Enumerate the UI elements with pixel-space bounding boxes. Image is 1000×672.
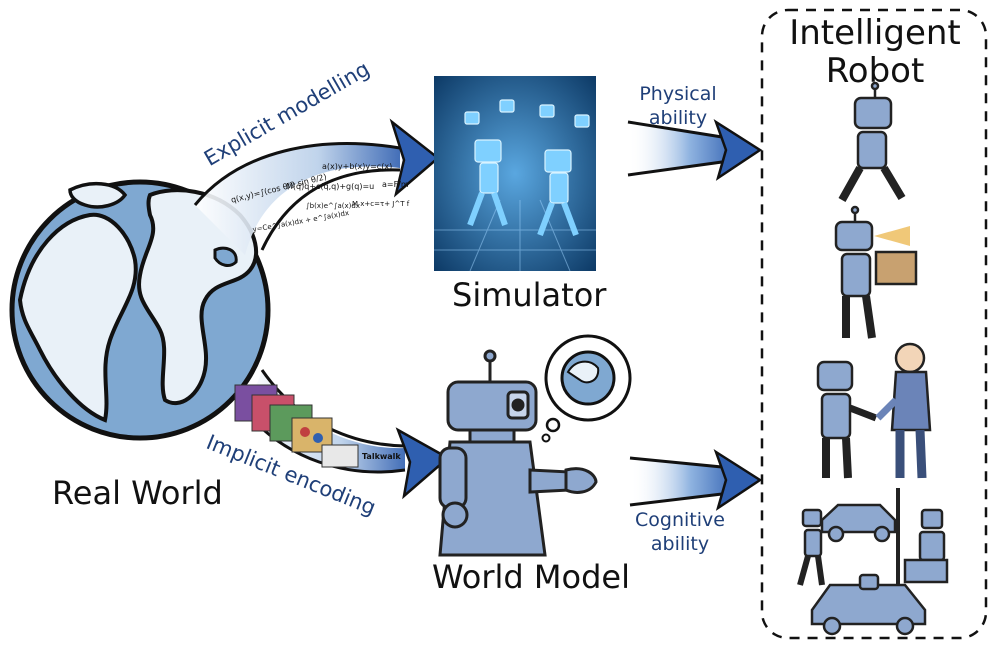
video-caption: Talkwalk <box>362 452 401 461</box>
world-model-label: World Model <box>432 558 630 596</box>
equation-6: ∫b(x)e^∫a(x)dx <box>306 202 360 210</box>
carrying-robot-icon <box>834 205 918 339</box>
simulator-image <box>434 76 596 272</box>
walking-robot-icon <box>838 81 906 202</box>
globe-icon <box>9 179 271 441</box>
sim-robot-icon <box>464 99 590 237</box>
real-world-label: Real World <box>52 474 223 512</box>
simulator-label: Simulator <box>452 276 607 314</box>
equation-3: a=F/m <box>382 180 409 189</box>
cognitive-arrow <box>629 448 763 511</box>
world-model-robot-icon <box>438 349 598 557</box>
cognitive-ability-label: Cognitive ability <box>635 509 725 555</box>
equation-2: a(x)y+b(x)y=c(x) <box>322 162 393 171</box>
handshake-robot-icon <box>816 360 878 479</box>
physical-arrow <box>627 118 763 181</box>
physical-ability-label: Physical ability <box>639 83 717 129</box>
equation-4: M(q)q+c(q,q)+g(q)=u <box>286 182 375 191</box>
intelligent-robot-label: Intelligent Robot <box>789 13 961 91</box>
factory-robots-icon <box>797 488 949 636</box>
human-icon <box>875 342 932 479</box>
explicit-arrow <box>193 118 440 255</box>
video-frames <box>234 384 359 468</box>
equation-7: M x+c=τ+ J^T f <box>352 200 410 208</box>
thought-bubble <box>541 334 632 443</box>
